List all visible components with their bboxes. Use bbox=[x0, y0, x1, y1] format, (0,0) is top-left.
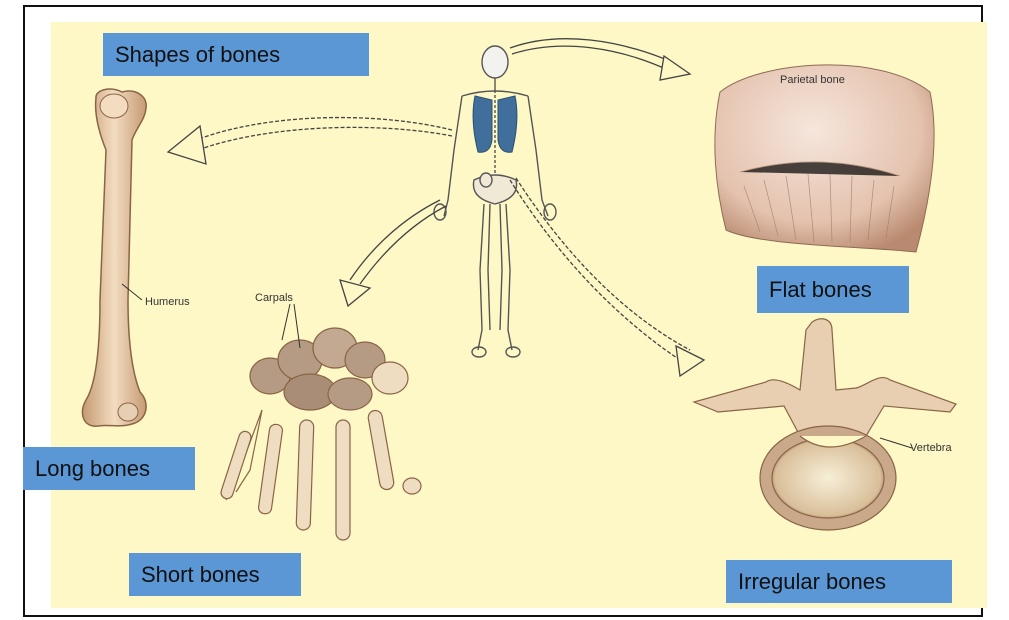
title-label: Shapes of bones bbox=[103, 33, 369, 76]
vertebra-label: Vertebra bbox=[910, 442, 952, 454]
arrow-to-flat-icon bbox=[510, 39, 690, 80]
carpals-label: Carpals bbox=[255, 292, 293, 304]
parietal-label: Parietal bone bbox=[780, 74, 845, 86]
arrow-to-long-icon bbox=[168, 118, 452, 164]
arrow-to-short-icon bbox=[340, 200, 446, 306]
humerus-label: Humerus bbox=[145, 296, 190, 308]
short-bones-label: Short bones bbox=[129, 553, 301, 596]
humerus-bone-icon bbox=[82, 89, 146, 426]
flat-bones-label: Flat bones bbox=[757, 266, 909, 313]
skeleton-figure-icon bbox=[434, 46, 556, 357]
vertebra-bone-icon bbox=[694, 319, 956, 530]
long-bones-label: Long bones bbox=[23, 447, 195, 490]
arrow-to-irregular-icon bbox=[510, 178, 704, 376]
hand-bones-icon bbox=[219, 304, 421, 540]
parietal-bone-icon bbox=[715, 65, 934, 252]
irregular-bones-label: Irregular bones bbox=[726, 560, 952, 603]
